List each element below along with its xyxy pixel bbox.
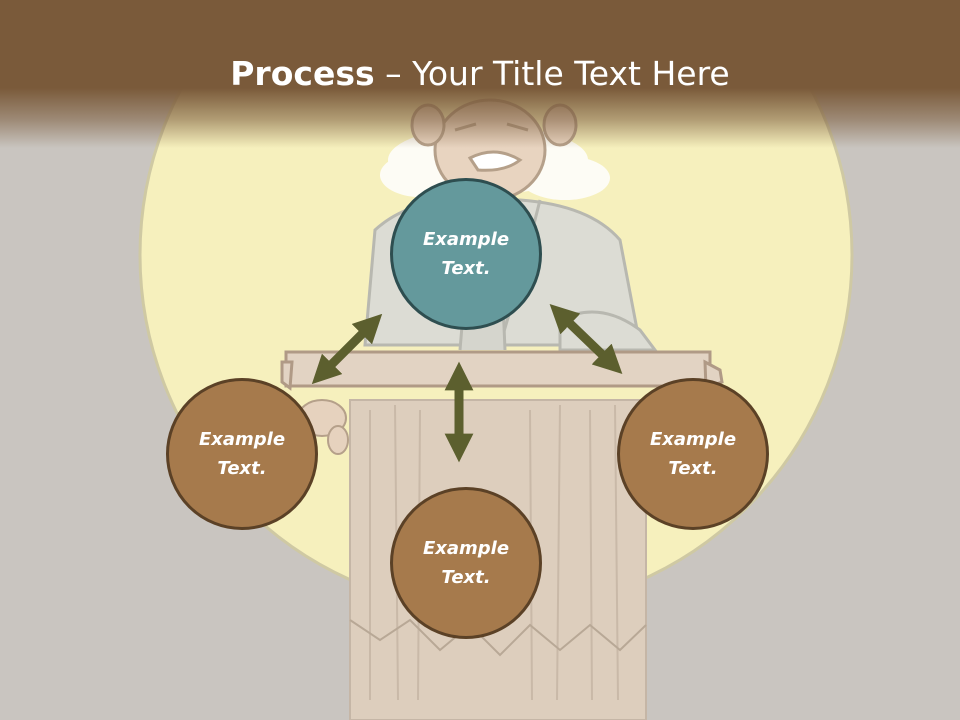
process-circle-right-text: Example Text.: [649, 429, 737, 479]
process-circle-left-text: Example Text.: [198, 429, 286, 479]
title-band: [0, 0, 960, 148]
process-circle-top-text: Example Text.: [422, 229, 510, 279]
process-circle-top: Example Text.: [390, 178, 542, 330]
process-circle-bottom: Example Text.: [390, 487, 542, 639]
process-circle-left: Example Text.: [166, 378, 318, 530]
process-circle-right: Example Text.: [617, 378, 769, 530]
slide-title-bold: Process: [230, 54, 375, 93]
podium: [280, 350, 724, 391]
slide-title-rest: – Your Title Text Here: [374, 54, 730, 93]
process-circle-bottom-text: Example Text.: [422, 538, 510, 588]
slide-title: Process – Your Title Text Here: [0, 52, 960, 96]
